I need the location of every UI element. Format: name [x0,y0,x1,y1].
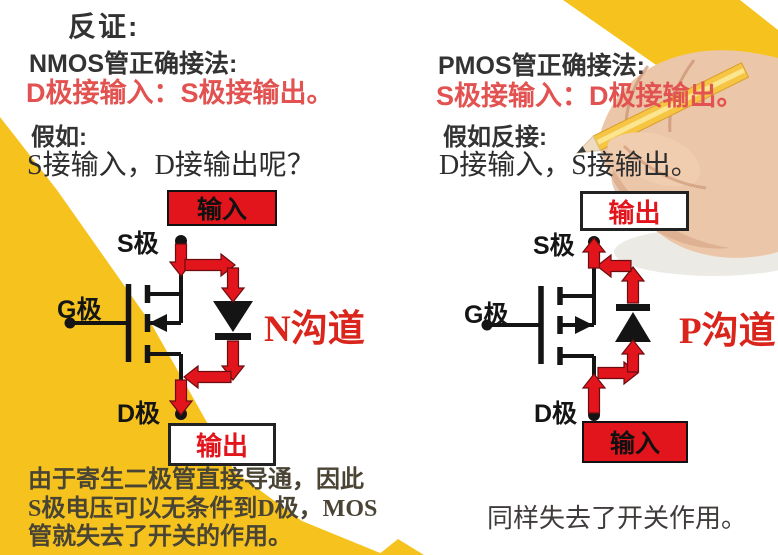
nmos-source-label: S极 [117,230,159,258]
pmos-gate-label: G极 [464,301,509,329]
yellow-wedge-bottom [378,539,424,555]
nmos-current-path [168,243,246,416]
nmos-circuit-diagram [64,235,253,420]
nmos-channel-label: N沟道 [264,309,365,350]
nmos-output-box: 输出 [168,423,276,466]
nmos-question: S接输入，D接输出呢？ [27,150,315,181]
source-node-dot [588,236,600,248]
nmos-if-label: 假如: [31,124,87,151]
pmos-input-box: 输入 [582,421,688,463]
pmos-arrowhead [575,316,593,334]
pmos-conclusion: 同样失去了开关作用。 [487,504,748,533]
nmos-conclusion: 由于寄生二极管直接导通，因此 S极电压可以无条件到D极，MOS 管就失去了开关的… [28,466,377,552]
drain-node-dot [588,409,600,421]
nmos-gate-label: G极 [57,296,102,324]
pmos-heading: PMOS管正确接法: [438,52,645,80]
nmos-drain-label: D极 [117,400,161,428]
conclusion-line: 由于寄生二极管直接导通，因此 [28,467,364,493]
drain-node-dot [175,408,187,420]
conclusion-line: S极电压可以无条件到D极，MOS [28,495,378,522]
pmos-if-label: 假如反接: [443,124,547,151]
nmos-rule: D极接输入：S极接输出。 [26,78,334,108]
pmos-drain-label: D极 [534,400,578,428]
pmos-output-box: 输出 [580,191,689,231]
pmos-current-path [581,237,646,414]
conclusion-line: 管就失去了开关的作用。 [28,524,292,550]
nmos-body-diode-icon [213,301,253,340]
pmos-source-label: S极 [533,232,575,260]
nmos-heading: NMOS管正确接法: [29,50,238,78]
page-title: 反证: [68,11,140,42]
pmos-channel-label: P沟道 [679,311,776,352]
source-node-dot [175,235,187,247]
pmos-rule: S极接输入：D极接输出。 [436,81,744,111]
nmos-arrowhead [149,314,167,332]
hand-shadow [614,228,778,276]
pmos-body-diode-icon [615,304,651,342]
pmos-statement: D接输入，S接输出。 [439,150,699,181]
nmos-input-box: 输入 [167,190,277,226]
